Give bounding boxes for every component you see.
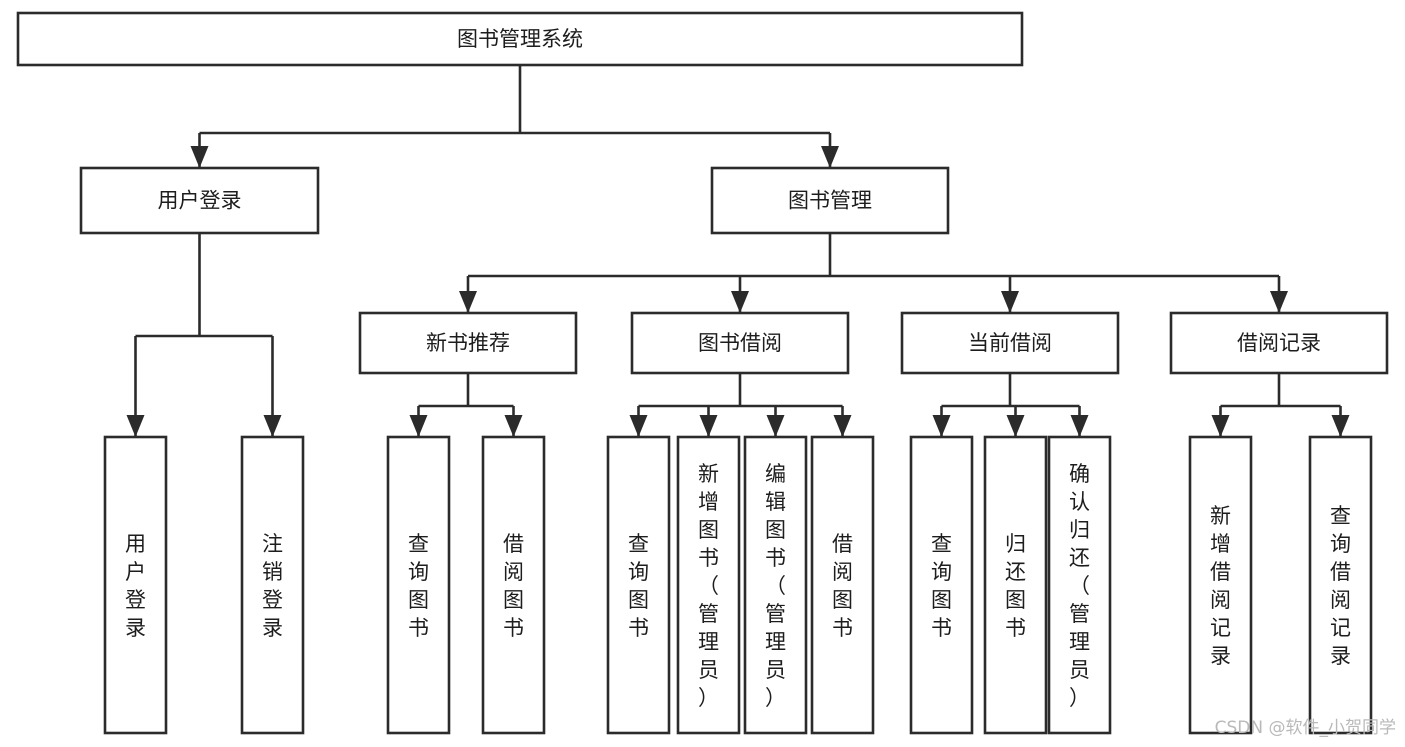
arrow-head-icon bbox=[1070, 415, 1089, 437]
arrow-head-icon bbox=[1001, 291, 1019, 313]
node-box bbox=[710, 166, 950, 235]
node-box bbox=[676, 435, 741, 735]
arrow-head-icon bbox=[1270, 291, 1288, 313]
node-label: 查询图书 bbox=[628, 532, 649, 640]
node-box bbox=[103, 435, 168, 735]
node-layer: 图书管理系统用户登录图书管理新书推荐图书借阅当前借阅借阅记录用户登录注销登录查询… bbox=[16, 11, 1389, 735]
node-book-borrow[interactable]: 图书借阅 bbox=[630, 311, 850, 375]
node-leaf-query-book-3[interactable]: 查询图书 bbox=[909, 435, 974, 735]
arrow-head-icon bbox=[190, 146, 209, 168]
node-label: 借阅图书 bbox=[503, 532, 524, 640]
node-leaf-query-book-2[interactable]: 查询图书 bbox=[606, 435, 671, 735]
node-label: 查询图书 bbox=[408, 532, 429, 640]
node-leaf-add-record[interactable]: 新增借阅记录 bbox=[1188, 435, 1253, 735]
node-box bbox=[16, 11, 1024, 67]
node-leaf-add-book[interactable]: 新增图书（管理员） bbox=[676, 435, 741, 735]
arrow-head-icon bbox=[731, 291, 749, 313]
arrow-head-icon bbox=[629, 415, 648, 437]
node-box bbox=[900, 311, 1120, 375]
node-label: 查询借阅记录 bbox=[1330, 504, 1351, 668]
node-label: 注销登录 bbox=[262, 532, 283, 640]
arrow-head-icon bbox=[699, 415, 718, 437]
node-label: 用户登录 bbox=[125, 532, 146, 640]
node-box bbox=[1169, 311, 1389, 375]
arrow-head-icon bbox=[821, 146, 839, 168]
node-label: 归还图书 bbox=[1005, 532, 1026, 640]
node-box bbox=[909, 435, 974, 735]
arrow-head-icon bbox=[504, 415, 523, 437]
node-label: 当前借阅 bbox=[968, 331, 1052, 355]
node-box bbox=[630, 311, 850, 375]
arrow-head-icon bbox=[833, 415, 852, 437]
csdn-watermark: CSDN @软件_小贺同学 bbox=[1215, 718, 1396, 738]
arrow-head-icon bbox=[766, 415, 785, 437]
arrow-head-icon bbox=[1331, 415, 1350, 437]
node-box bbox=[1047, 435, 1112, 735]
arrow-head-icon bbox=[1211, 415, 1230, 437]
node-box bbox=[240, 435, 305, 735]
node-label: 图书管理系统 bbox=[457, 27, 583, 51]
node-box bbox=[743, 435, 808, 735]
node-box bbox=[386, 435, 451, 735]
node-label: 新增借阅记录 bbox=[1210, 504, 1231, 668]
node-box bbox=[1308, 435, 1373, 735]
node-leaf-return-book[interactable]: 归还图书 bbox=[983, 435, 1048, 735]
arrow-head-icon bbox=[1006, 415, 1025, 437]
node-label: 新增图书（管理员） bbox=[698, 462, 719, 710]
node-leaf-edit-book[interactable]: 编辑图书（管理员） bbox=[743, 435, 808, 735]
node-box bbox=[79, 166, 320, 235]
node-book-manage[interactable]: 图书管理 bbox=[710, 166, 950, 235]
node-leaf-query-book-1[interactable]: 查询图书 bbox=[386, 435, 451, 735]
node-leaf-borrow-book-1[interactable]: 借阅图书 bbox=[481, 435, 546, 735]
node-label: 编辑图书（管理员） bbox=[765, 462, 786, 710]
node-label: 确认归还（管理员） bbox=[1069, 462, 1090, 710]
node-user-login[interactable]: 用户登录 bbox=[79, 166, 320, 235]
node-box bbox=[1188, 435, 1253, 735]
node-leaf-borrow-book-2[interactable]: 借阅图书 bbox=[810, 435, 875, 735]
node-box bbox=[606, 435, 671, 735]
node-new-book-recommend[interactable]: 新书推荐 bbox=[358, 311, 578, 375]
arrow-head-icon bbox=[932, 415, 951, 437]
node-box bbox=[810, 435, 875, 735]
node-leaf-user-login[interactable]: 用户登录 bbox=[103, 435, 168, 735]
node-current-borrow[interactable]: 当前借阅 bbox=[900, 311, 1120, 375]
node-leaf-query-record[interactable]: 查询借阅记录 bbox=[1308, 435, 1373, 735]
node-label: 借阅图书 bbox=[832, 532, 853, 640]
node-root[interactable]: 图书管理系统 bbox=[16, 11, 1024, 67]
node-leaf-confirm-return[interactable]: 确认归还（管理员） bbox=[1047, 435, 1112, 735]
connector-layer bbox=[126, 65, 1350, 437]
node-box bbox=[983, 435, 1048, 735]
node-box bbox=[481, 435, 546, 735]
node-label: 图书借阅 bbox=[698, 331, 782, 355]
node-leaf-logout[interactable]: 注销登录 bbox=[240, 435, 305, 735]
node-box bbox=[358, 311, 578, 375]
node-label: 用户登录 bbox=[158, 189, 242, 213]
node-label: 查询图书 bbox=[931, 532, 952, 640]
arrow-head-icon bbox=[459, 291, 477, 313]
node-label: 图书管理 bbox=[788, 189, 872, 213]
arrow-head-icon bbox=[409, 415, 428, 437]
arrow-head-icon bbox=[263, 415, 282, 437]
node-label: 借阅记录 bbox=[1237, 331, 1321, 355]
arrow-head-icon bbox=[126, 415, 145, 437]
node-label: 新书推荐 bbox=[426, 331, 510, 355]
node-borrow-record[interactable]: 借阅记录 bbox=[1169, 311, 1389, 375]
